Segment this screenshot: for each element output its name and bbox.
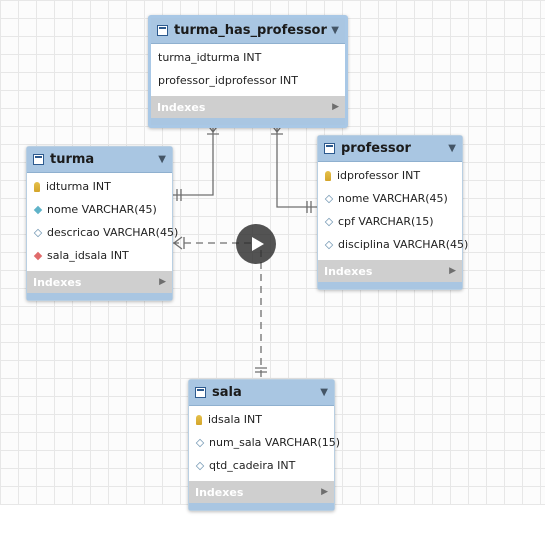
entity-footer: [151, 118, 345, 125]
indexes-label: Indexes: [157, 100, 206, 114]
column-label: idsala INT: [208, 413, 262, 426]
not-null-column-icon: [33, 205, 43, 214]
column-row[interactable]: nome VARCHAR(45): [27, 198, 172, 221]
column-row[interactable]: disciplina VARCHAR(45): [318, 233, 468, 256]
entity-header[interactable]: professor ▼: [318, 136, 462, 162]
column-icon: [195, 438, 205, 447]
column-list: idsala INT num_sala VARCHAR(15) qtd_cade…: [189, 406, 340, 481]
expand-arrow-icon[interactable]: ▶: [449, 266, 456, 276]
column-row[interactable]: num_sala VARCHAR(15): [189, 431, 340, 454]
indexes-bar[interactable]: Indexes ▶: [151, 96, 345, 118]
column-label: num_sala VARCHAR(15): [209, 436, 341, 449]
primary-key-icon: [325, 170, 331, 181]
column-row[interactable]: idprofessor INT: [318, 164, 462, 187]
column-row[interactable]: qtd_cadeira INT: [189, 454, 334, 477]
table-icon: [324, 143, 335, 154]
one-marker: [306, 201, 312, 213]
expand-arrow-icon[interactable]: ▶: [321, 487, 328, 497]
column-icon: [33, 228, 43, 237]
entity-professor[interactable]: professor ▼ idprofessor INT nome VARCHAR…: [317, 135, 468, 290]
expand-arrow-icon[interactable]: ▶: [332, 102, 339, 112]
column-row[interactable]: descricao VARCHAR(45): [27, 221, 178, 244]
connector-line: [172, 122, 214, 196]
entity-turma[interactable]: turma ▼ idturma INT nome VARCHAR(45) des…: [26, 146, 178, 301]
indexes-bar[interactable]: Indexes ▶: [27, 271, 172, 293]
column-row[interactable]: cpf VARCHAR(15): [318, 210, 462, 233]
table-icon: [157, 25, 168, 36]
column-label: professor_idprofessor INT: [158, 74, 298, 87]
entity-header[interactable]: sala ▼: [189, 380, 334, 406]
entity-header[interactable]: turma_has_professor ▼: [151, 18, 345, 44]
entity-title: sala: [212, 385, 242, 400]
indexes-bar[interactable]: Indexes ▶: [318, 260, 462, 282]
indexes-label: Indexes: [195, 485, 244, 499]
play-button[interactable]: [236, 224, 276, 264]
column-row[interactable]: idturma INT: [27, 175, 172, 198]
column-icon: [324, 194, 334, 203]
collapse-icon[interactable]: ▼: [448, 143, 456, 154]
column-label: sala_idsala INT: [47, 249, 129, 262]
connector-line: [276, 122, 318, 208]
indexes-label: Indexes: [324, 264, 373, 278]
column-label: idturma INT: [46, 180, 111, 193]
relation-professor-turma-has-professor[interactable]: [270, 122, 318, 213]
primary-key-icon: [34, 181, 40, 192]
column-label: disciplina VARCHAR(45): [338, 238, 469, 251]
indexes-bar[interactable]: Indexes ▶: [189, 481, 334, 503]
one-marker: [176, 189, 182, 201]
play-icon: [251, 237, 264, 251]
entity-footer: [27, 293, 172, 300]
column-icon: [195, 461, 205, 470]
entity-title: turma: [50, 152, 95, 167]
column-label: nome VARCHAR(45): [47, 203, 157, 216]
expand-arrow-icon[interactable]: ▶: [159, 277, 166, 287]
primary-key-icon: [196, 414, 202, 425]
column-label: qtd_cadeira INT: [209, 459, 296, 472]
column-row[interactable]: idsala INT: [189, 408, 334, 431]
column-label: nome VARCHAR(45): [338, 192, 448, 205]
entity-title: professor: [341, 141, 411, 156]
table-icon: [33, 154, 44, 165]
foreign-key-icon: [33, 251, 43, 260]
column-row[interactable]: turma_idturma INT: [151, 46, 345, 69]
collapse-icon[interactable]: ▼: [331, 25, 339, 36]
column-label: cpf VARCHAR(15): [338, 215, 434, 228]
many-marker: [172, 236, 185, 250]
relation-turma-turma-has-professor[interactable]: [172, 122, 220, 201]
entity-title: turma_has_professor: [174, 23, 327, 38]
entity-footer: [318, 282, 462, 289]
one-marker: [255, 367, 267, 373]
column-label: turma_idturma INT: [158, 51, 262, 64]
entity-footer: [189, 503, 334, 510]
collapse-icon[interactable]: ▼: [320, 387, 328, 398]
column-row[interactable]: sala_idsala INT: [27, 244, 172, 267]
connector-line: [172, 242, 262, 379]
collapse-icon[interactable]: ▼: [158, 154, 166, 165]
column-icon: [324, 240, 334, 249]
entity-sala[interactable]: sala ▼ idsala INT num_sala VARCHAR(15) q…: [188, 379, 340, 511]
column-list: turma_idturma INT professor_idprofessor …: [151, 44, 345, 96]
column-icon: [324, 217, 334, 226]
column-label: idprofessor INT: [337, 169, 421, 182]
column-row[interactable]: nome VARCHAR(45): [318, 187, 462, 210]
column-list: idturma INT nome VARCHAR(45) descricao V…: [27, 173, 178, 271]
column-row[interactable]: professor_idprofessor INT: [151, 69, 345, 92]
entity-header[interactable]: turma ▼: [27, 147, 172, 173]
table-icon: [195, 387, 206, 398]
entity-turma-has-professor[interactable]: turma_has_professor ▼ turma_idturma INT …: [148, 15, 348, 128]
indexes-label: Indexes: [33, 275, 82, 289]
column-list: idprofessor INT nome VARCHAR(45) cpf VAR…: [318, 162, 468, 260]
column-label: descricao VARCHAR(45): [47, 226, 179, 239]
